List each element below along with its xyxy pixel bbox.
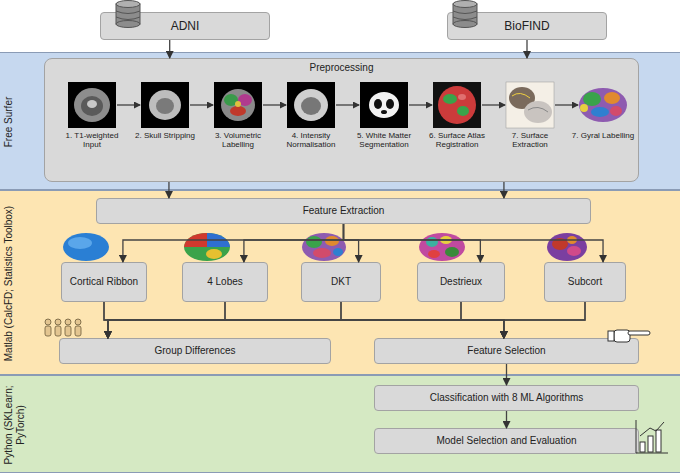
node-label: DKT	[331, 276, 351, 288]
step-caption: 7. Gyral Labelling	[568, 131, 638, 140]
node-label: Preprocessing	[45, 62, 638, 74]
node-label: 4 Lobes	[207, 276, 243, 288]
node-label: Destrieux	[440, 276, 482, 288]
flow-arrow	[344, 224, 481, 262]
band-label: Matlab (CalcFD; Statistics Toolbox)	[3, 195, 15, 372]
flow-arrow	[506, 411, 507, 428]
tool-band: Free Surfer Preprocessing	[0, 52, 680, 190]
atlas-box: DKT	[301, 262, 381, 302]
flow-arrow	[503, 182, 504, 198]
step-caption: 1. T1-weighted Input	[57, 131, 127, 149]
flow-arrow	[123, 224, 344, 262]
step-caption: 2. Skull Stripping	[130, 131, 200, 140]
mri-thumbnails	[68, 82, 627, 128]
node-label: Feature Selection	[467, 345, 545, 357]
flow-arrow	[108, 302, 341, 338]
node-label: BioFIND	[504, 19, 549, 33]
flow-arrow	[169, 40, 170, 58]
dataset-box: BioFIND	[447, 12, 607, 40]
node-label: Cortical Ribbon	[70, 276, 138, 288]
database-icon	[116, 1, 140, 28]
band-label: Free Surfer	[3, 57, 15, 187]
flow-arrow	[225, 302, 504, 338]
flow-arrow	[504, 302, 585, 338]
flow-arrow	[108, 302, 585, 338]
flow-arrow	[108, 302, 225, 338]
step-caption: 4. Intensity Normalisation	[276, 131, 346, 149]
step-caption: 5. White Matter Segmentation	[349, 131, 419, 149]
node-label: Subcort	[568, 276, 602, 288]
step-arrows	[117, 104, 578, 105]
stage-panel: Preprocessing	[44, 58, 639, 182]
brain-icons	[63, 233, 587, 261]
people-icon	[45, 319, 81, 336]
flow-arrow	[104, 302, 108, 338]
atlas-box: Cortical Ribbon	[61, 262, 147, 302]
flow-arrow	[344, 224, 359, 262]
node-label: ADNI	[171, 19, 200, 33]
atlas-box: Destrieux	[417, 262, 505, 302]
tool-band: Matlab (CalcFD; Statistics Toolbox) Featu…	[0, 190, 680, 375]
atlas-box: 4 Lobes	[182, 262, 268, 302]
process-box: Feature Extraction	[96, 198, 591, 224]
flow-arrow	[461, 302, 504, 338]
atlas-box: Subcort	[544, 262, 626, 302]
node-label: Group Differences	[155, 345, 236, 357]
process-box: Model Selection and Evaluation	[374, 428, 639, 454]
flow-arrow	[244, 224, 344, 262]
node-label: Classification with 8 ML Algorithms	[430, 392, 584, 404]
step-caption: 7. Surface Extraction	[495, 131, 565, 149]
process-box: Group Differences	[59, 338, 331, 364]
flow-arrow	[108, 302, 461, 338]
hand-icon	[608, 330, 650, 342]
flow-arrow	[344, 224, 604, 262]
dataset-box: ADNI	[100, 12, 270, 40]
band-label: Python (SKLearn; PyTorch)	[3, 380, 27, 470]
tool-band: Python (SKLearn; PyTorch) Classification …	[0, 375, 680, 473]
process-box: Feature Selection	[374, 338, 639, 364]
flow-arrow	[168, 182, 169, 198]
flow-arrow	[104, 302, 504, 338]
step-caption: 3. Volumetric Labelling	[203, 131, 273, 149]
node-label: Feature Extraction	[303, 205, 385, 217]
process-box: Classification with 8 ML Algorithms	[374, 385, 639, 411]
step-caption: 6. Surface Atlas Registration	[422, 131, 492, 149]
chart-icon	[636, 420, 668, 453]
flow-arrow	[506, 364, 507, 385]
node-label: Model Selection and Evaluation	[436, 435, 576, 447]
flow-arrow	[526, 40, 527, 58]
flow-arrow	[341, 302, 504, 338]
database-icon	[453, 1, 477, 28]
